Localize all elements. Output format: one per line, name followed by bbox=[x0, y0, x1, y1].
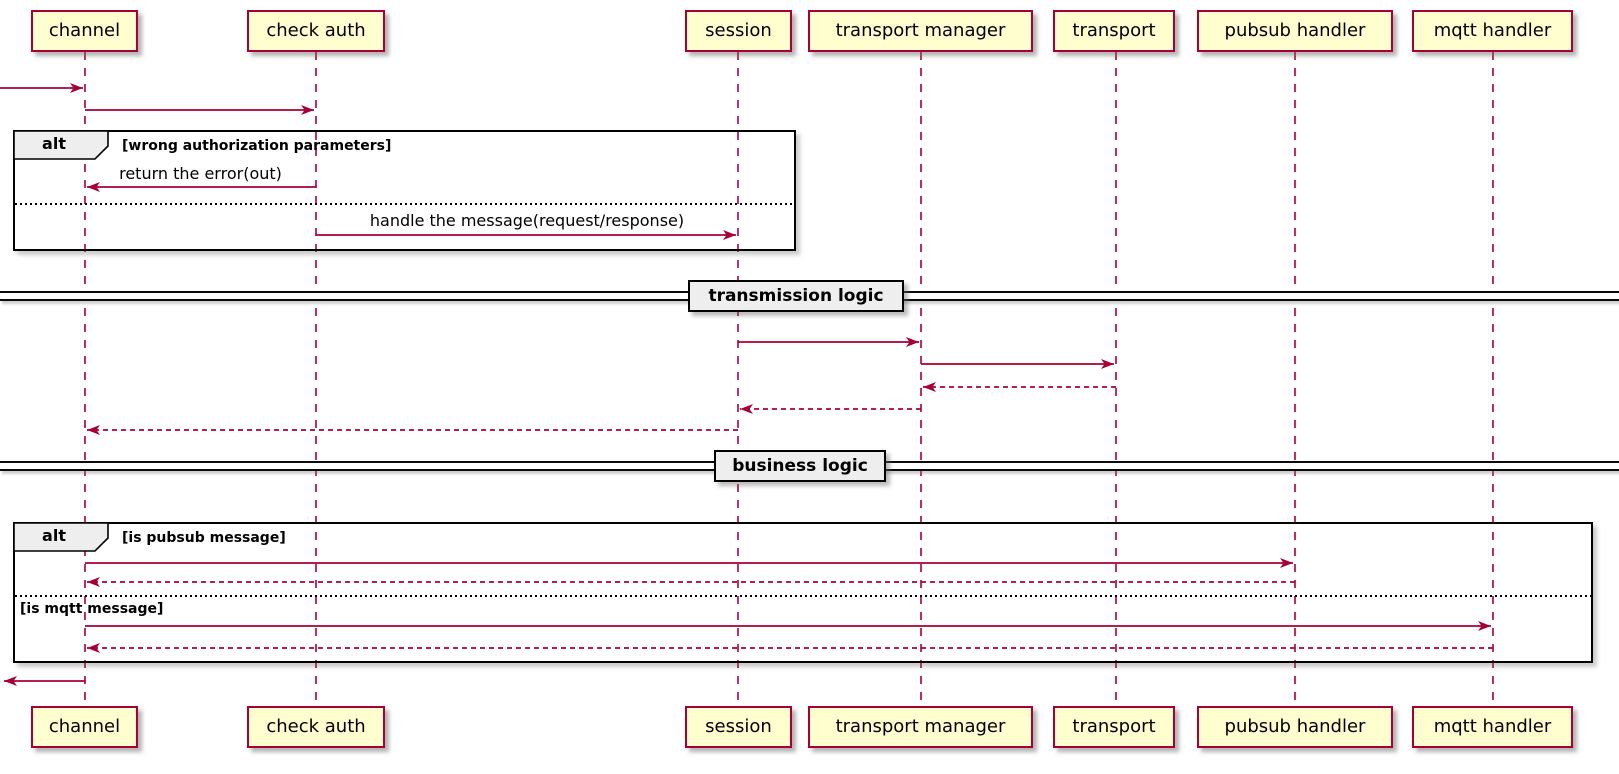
return-arrows bbox=[87, 382, 1493, 653]
alt-frame-auth-separator bbox=[15, 203, 794, 205]
participant-top-pubsub-handler: pubsub handler bbox=[1197, 10, 1393, 52]
participant-top-channel: channel bbox=[31, 10, 138, 52]
participant-bottom-session: session bbox=[685, 706, 792, 748]
participant-bottom-transport-manager: transport manager bbox=[808, 706, 1033, 748]
alt-frame-auth-condition: [wrong authorization parameters] bbox=[122, 138, 392, 154]
alt-frame-routing-header: alt bbox=[14, 523, 110, 552]
lifelines bbox=[84, 52, 1494, 706]
alt-frame-routing-separator bbox=[15, 595, 1591, 597]
message-label-return-error: return the error(out) bbox=[119, 164, 282, 183]
alt-frame-auth: alt [wrong authorization parameters] bbox=[13, 130, 796, 251]
participant-top-transport-manager: transport manager bbox=[808, 10, 1033, 52]
participant-top-check-auth: check auth bbox=[247, 10, 385, 52]
alt-header-pentagon bbox=[14, 131, 109, 160]
participant-top-session: session bbox=[685, 10, 792, 52]
solid-arrows bbox=[0, 83, 1491, 686]
participant-bottom-mqtt-handler: mqtt handler bbox=[1412, 706, 1573, 748]
message-label-handle-message: handle the message(request/response) bbox=[369, 211, 685, 230]
alt-frame-routing-condition: [is pubsub message] bbox=[122, 530, 286, 546]
alt-frame-routing-label: alt bbox=[42, 526, 66, 545]
participant-top-mqtt-handler: mqtt handler bbox=[1412, 10, 1573, 52]
participant-bottom-transport: transport bbox=[1053, 706, 1175, 748]
alt-frame-auth-label: alt bbox=[42, 134, 66, 153]
alt-frame-auth-header: alt bbox=[14, 131, 110, 160]
divider-business-logic: business logic bbox=[714, 450, 886, 482]
divider-transmission-logic: transmission logic bbox=[688, 280, 904, 312]
alt-frame-routing-else-condition: [is mqtt message] bbox=[20, 601, 164, 617]
participant-top-transport: transport bbox=[1053, 10, 1175, 52]
alt-frame-routing: alt [is pubsub message] [is mqtt message… bbox=[13, 522, 1593, 663]
alt-header-pentagon bbox=[14, 523, 109, 552]
participant-bottom-pubsub-handler: pubsub handler bbox=[1197, 706, 1393, 748]
participant-bottom-check-auth: check auth bbox=[247, 706, 385, 748]
participant-bottom-channel: channel bbox=[31, 706, 138, 748]
